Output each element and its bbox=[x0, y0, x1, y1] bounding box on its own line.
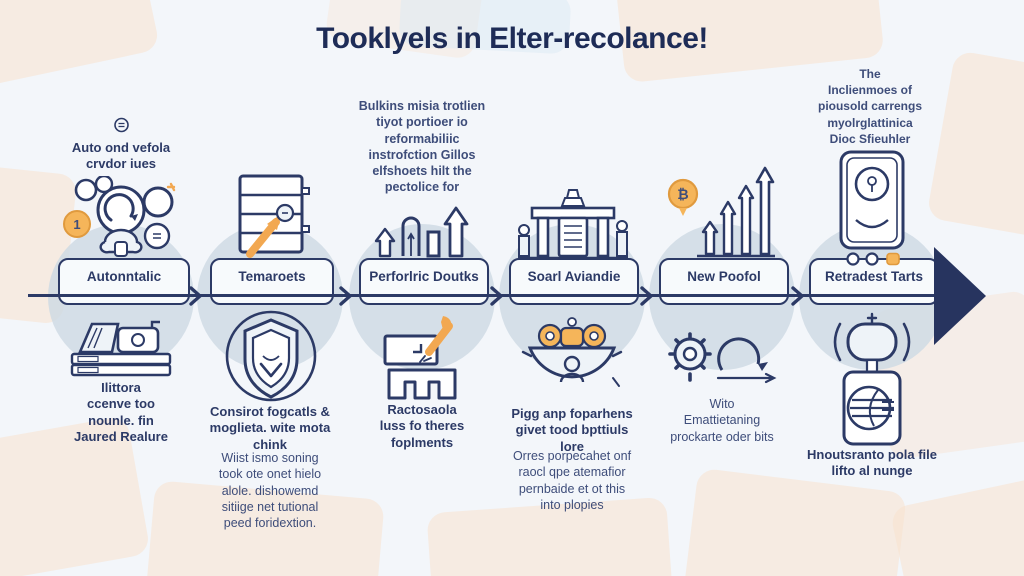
stage-box-5: New Poofol bbox=[659, 258, 789, 305]
stage-label: Soarl Aviandie bbox=[527, 269, 621, 284]
small-badge-icon bbox=[114, 117, 129, 133]
timeline-arrow-icon bbox=[189, 286, 202, 306]
stage3-description: Bulkins misia trotlien tiyot portioer io… bbox=[358, 99, 486, 195]
list-arrow-icon bbox=[238, 174, 310, 258]
stage-label: Autonntalic bbox=[86, 269, 162, 284]
stage3-caption: Ractosaola luss fo theres foplments bbox=[379, 402, 465, 450]
stage-label: Retradest Tarts bbox=[824, 269, 924, 284]
background-shape bbox=[889, 473, 1024, 576]
gear-cycle-icon bbox=[668, 332, 777, 384]
svg-text:1: 1 bbox=[73, 217, 80, 232]
stage4-description: Orres porpecahet onf raocl qpe atemafior… bbox=[512, 449, 632, 512]
stage-box-2: Temaroets bbox=[210, 258, 334, 305]
stage2-caption: Consirot fogcatls & moglieta. wite mota … bbox=[209, 404, 331, 452]
stage-label: Temaroets bbox=[238, 269, 306, 284]
timeline-line bbox=[28, 294, 942, 297]
stage-box-3: Perforlric Doutks bbox=[359, 258, 489, 305]
timeline-arrow-icon bbox=[791, 286, 804, 306]
shield-icon bbox=[225, 310, 317, 402]
coin-bars-icon: ₿ bbox=[667, 166, 775, 258]
tank-document-icon bbox=[833, 312, 911, 446]
timeline-arrow-icon bbox=[339, 286, 352, 306]
books-stack-icon bbox=[70, 320, 172, 377]
stage-label: Perforlric Doutks bbox=[369, 269, 479, 284]
building-icon bbox=[518, 189, 628, 260]
stage1-heading: Auto ond vefola crvdor iues bbox=[71, 140, 171, 172]
background-shape bbox=[682, 467, 908, 576]
gauge-device-icon bbox=[839, 150, 905, 266]
process-circles-icon: 1 bbox=[63, 176, 176, 257]
wrench-card-icon bbox=[383, 316, 457, 400]
growth-arrows-icon bbox=[374, 206, 469, 258]
stage-box-4: Soarl Aviandie bbox=[509, 258, 639, 305]
stage2-description: Wiist ismo soning took ote onet hielo al… bbox=[218, 451, 322, 530]
stage-label: New Poofol bbox=[687, 269, 761, 284]
svg-text:₿: ₿ bbox=[677, 186, 688, 202]
stage1-caption: Ilittora ccenve too nounle. fin Jaured R… bbox=[74, 380, 168, 444]
stage6-caption: Hnoutsranto pola file lifto al nunge bbox=[807, 447, 937, 479]
timeline-end-arrow-icon bbox=[934, 247, 986, 345]
stage-box-1: Autonntalic bbox=[58, 258, 190, 305]
timeline-arrow-icon bbox=[490, 286, 503, 306]
top-right-note: The Inclienmoes of piousold carrengs myo… bbox=[817, 67, 923, 146]
stage5-description: Wito Emattietaning prockarte oder bits bbox=[670, 397, 774, 444]
timeline-arrow-icon bbox=[640, 286, 653, 306]
gear-bowl-icon bbox=[521, 317, 627, 404]
page-title: Tooklyels in Elter-recolance! bbox=[316, 22, 708, 55]
stage4-caption: Pigg anp foparhens givet tood bpttiuls l… bbox=[511, 406, 633, 454]
